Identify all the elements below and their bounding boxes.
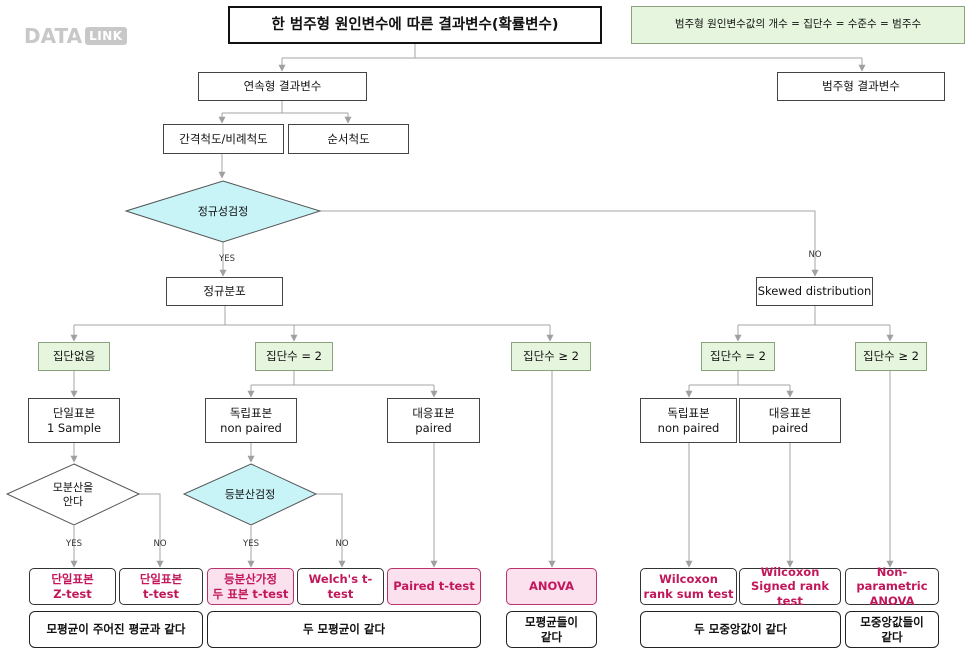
result-means-equal-box: 모평균들이 같다 xyxy=(506,611,597,648)
nonparametric-anova-box: Non-parametric ANOVA xyxy=(845,565,939,608)
skewed-distribution-box: Skewed distribution xyxy=(756,277,873,306)
skewed-groups-ge2-box: 집단수 ≥ 2 xyxy=(855,342,927,371)
normality-yes-label: YES xyxy=(219,254,235,264)
paired-t-test-box: Paired t-test xyxy=(387,568,481,605)
result-one-mean-box: 모평균이 주어진 평균과 같다 xyxy=(29,611,203,648)
normality-test-diamond xyxy=(124,180,322,243)
one-sample-z-test-box: 단일표본 Z-test xyxy=(29,568,116,605)
interval-ratio-scale-box: 간격척도/비례척도 xyxy=(163,124,284,154)
normal-paired-box: 대응표본 paired xyxy=(387,398,480,443)
pop-var-known-label: 모분산을 안다 xyxy=(52,480,94,508)
one-sample-box: 단일표본 1 Sample xyxy=(28,398,120,443)
normality-no-label: NO xyxy=(808,250,822,260)
diagram-title: 한 범주형 원인변수에 따른 결과변수(확률변수) xyxy=(228,6,602,44)
equal-var-yes-label: YES xyxy=(243,539,259,549)
equal-var-two-sample-t-test-box: 등분산가정 두 표본 t-test xyxy=(207,568,294,605)
equal-var-test-diamond xyxy=(182,463,318,526)
wilcoxon-rank-sum-box: Wilcoxon rank sum test xyxy=(640,568,737,605)
skewed-paired-box: 대응표본 paired xyxy=(739,398,841,443)
definition-note: 범주형 원인변수값의 개수 = 집단수 = 수준수 = 범주수 xyxy=(631,6,965,44)
pop-var-known-diamond xyxy=(5,463,141,526)
continuous-outcome-box: 연속형 결과변수 xyxy=(198,72,367,101)
skewed-groups-2-box: 집단수 = 2 xyxy=(701,342,775,371)
result-medians-equal-box: 모중앙값들이 같다 xyxy=(845,611,939,648)
anova-box: ANOVA xyxy=(506,568,597,605)
equal-var-no-label: NO xyxy=(335,539,349,549)
no-group-box: 집단없음 xyxy=(38,342,110,371)
normal-groups-ge2-box: 집단수 ≥ 2 xyxy=(511,342,591,371)
one-sample-t-test-box: 단일표본 t-test xyxy=(119,568,203,605)
pop-var-yes-label: YES xyxy=(66,539,82,549)
logo-tag: LINK xyxy=(85,27,127,45)
normality-test-label: 정규성검정 xyxy=(197,204,249,218)
normal-groups-2-box: 집단수 = 2 xyxy=(255,342,333,371)
welch-t-test-box: Welch's t-test xyxy=(297,568,384,605)
categorical-outcome-box: 범주형 결과변수 xyxy=(777,72,945,101)
logo-text: DATA xyxy=(24,24,83,48)
result-two-means-box: 두 모평균이 같다 xyxy=(207,611,481,648)
ordinal-scale-box: 순서척도 xyxy=(288,124,409,154)
normal-independent-box: 독립표본 non paired xyxy=(205,398,297,443)
wilcoxon-signed-rank-box: Wilcoxon Signed rank test xyxy=(739,565,841,608)
result-two-medians-box: 두 모중앙값이 같다 xyxy=(640,611,841,648)
skewed-independent-box: 독립표본 non paired xyxy=(640,398,737,443)
normal-distribution-box: 정규분포 xyxy=(166,277,283,306)
datalink-logo: DATA LINK xyxy=(24,24,127,48)
equal-var-test-label: 등분산검정 xyxy=(224,487,276,501)
pop-var-no-label: NO xyxy=(153,539,167,549)
